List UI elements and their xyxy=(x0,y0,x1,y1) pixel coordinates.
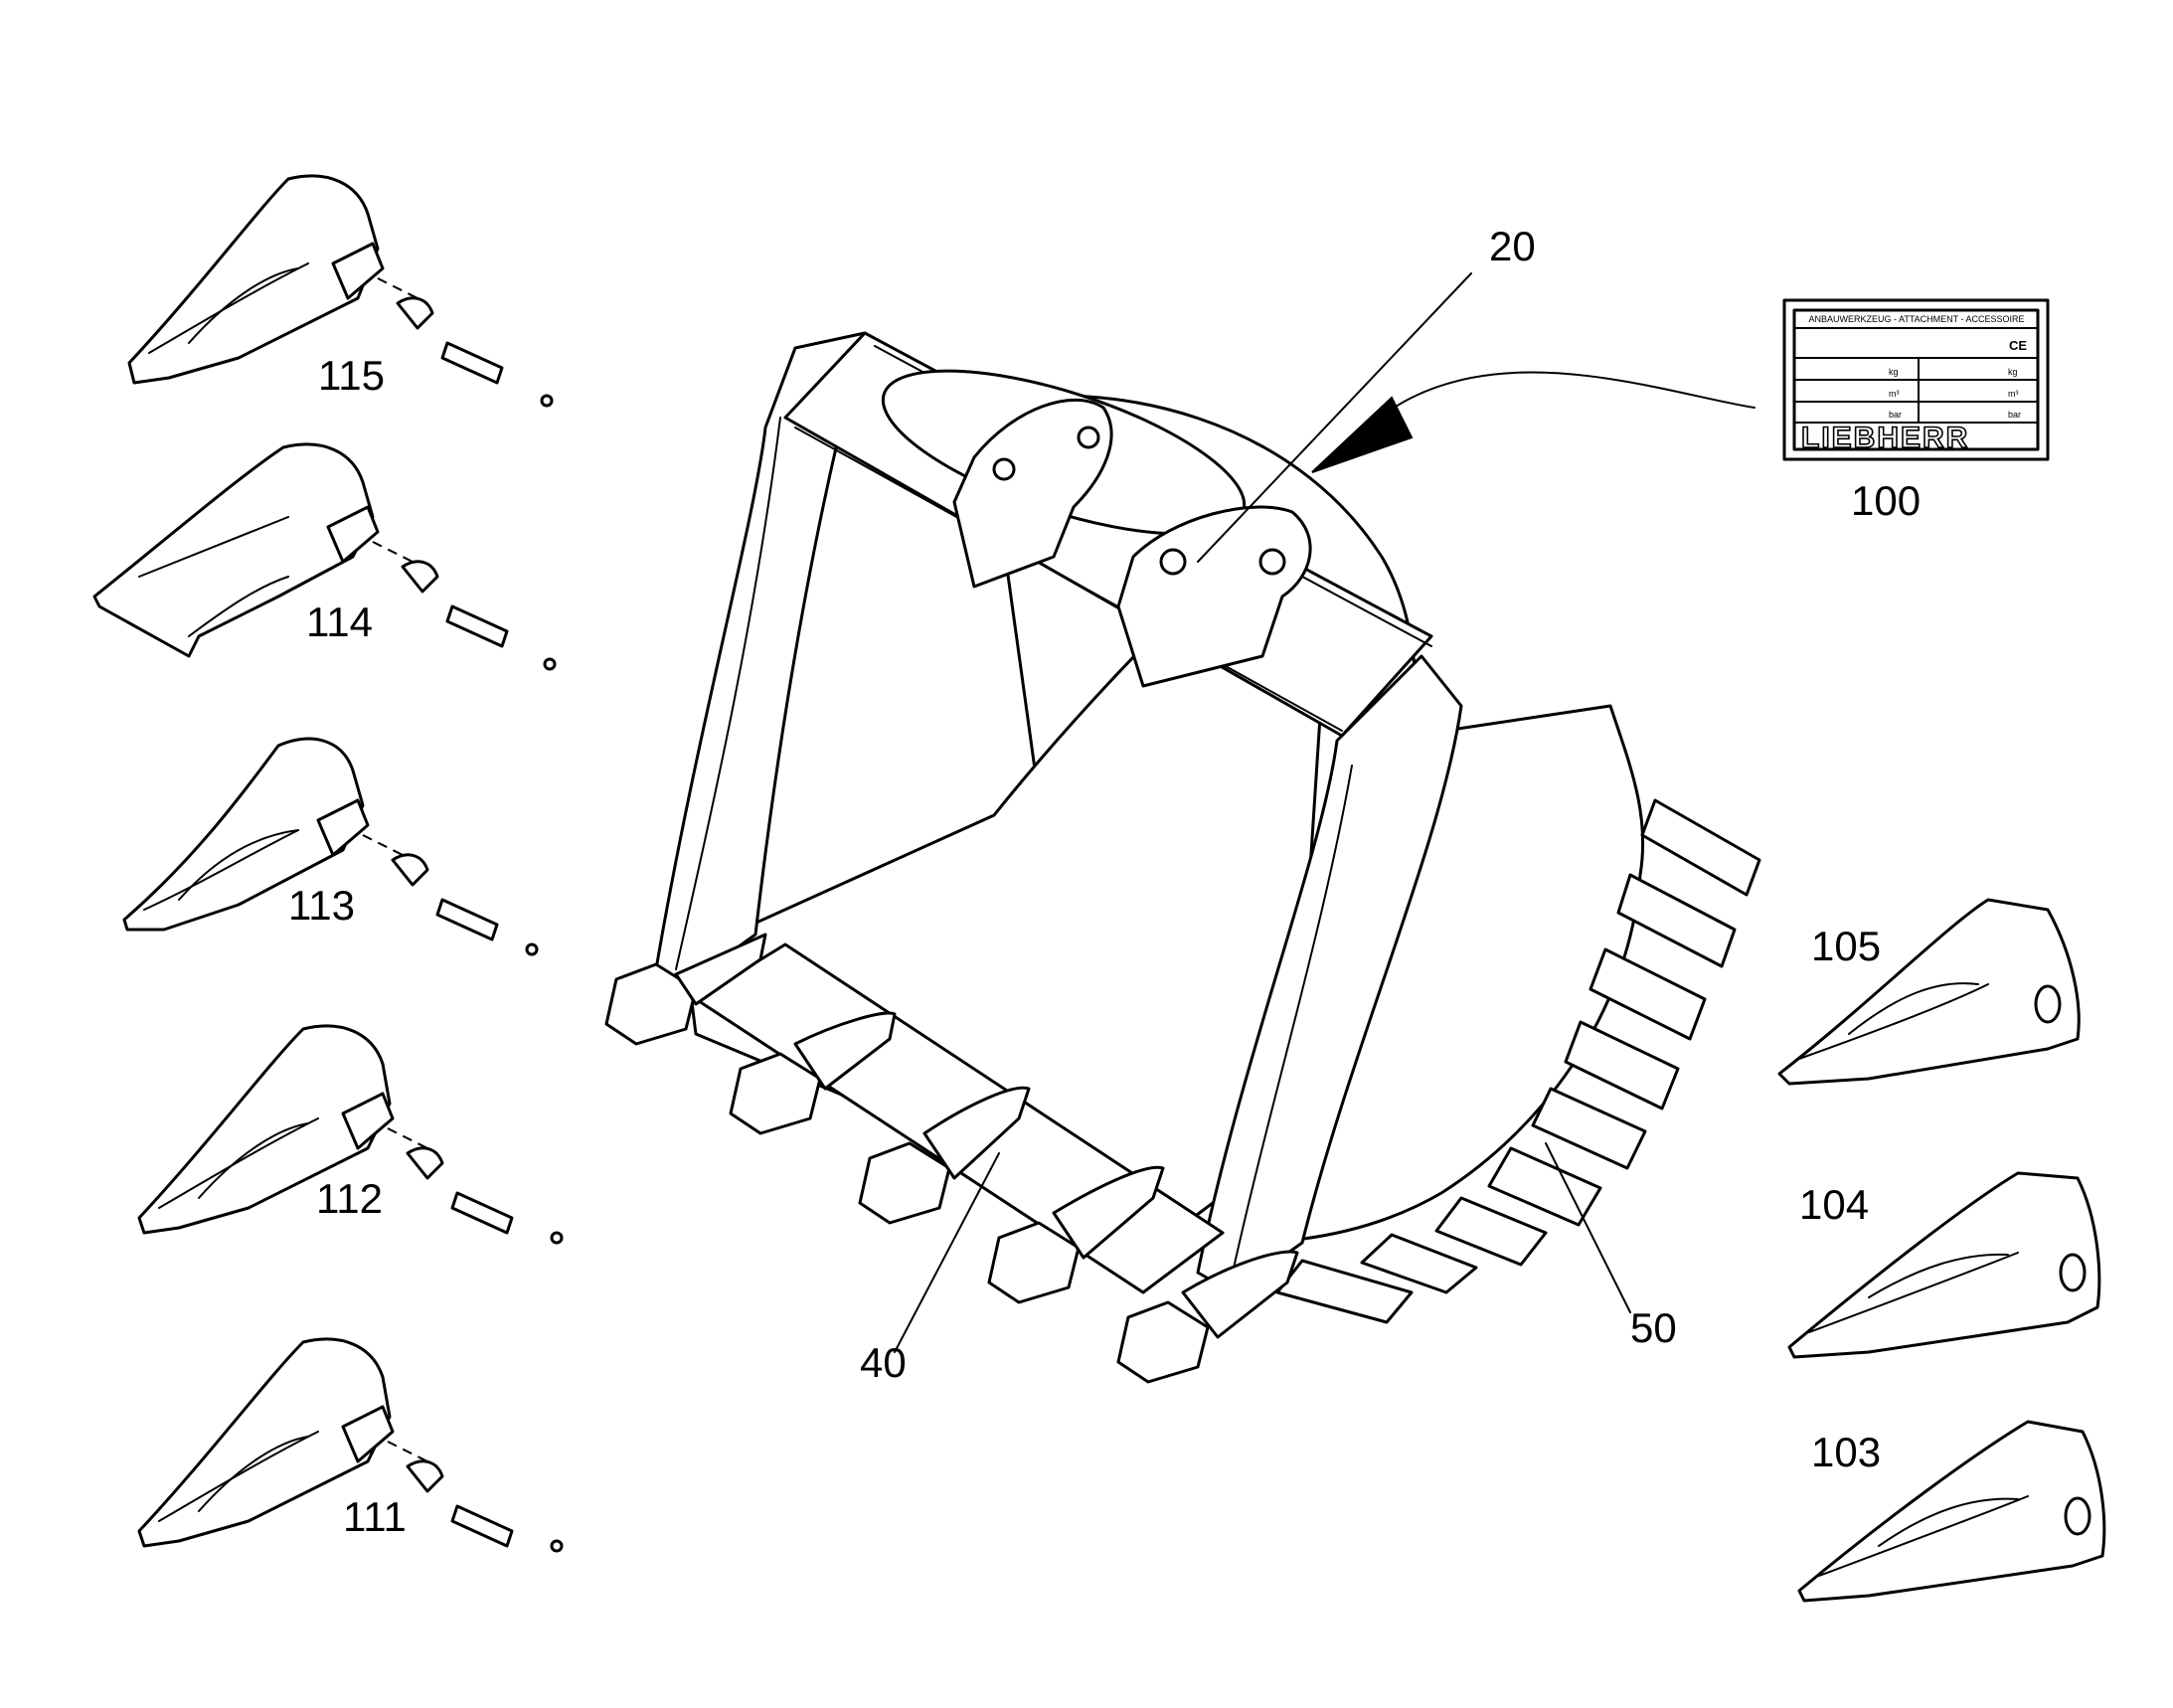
leader-line-50 xyxy=(1545,1142,1631,1313)
wear-strips xyxy=(1275,798,1761,1324)
bucket-tooth xyxy=(729,1011,897,1135)
ce-mark: CE xyxy=(2009,338,2027,353)
plate-unit-kg-2: kg xyxy=(2008,367,2018,377)
tooth-assembly-113 xyxy=(122,737,539,956)
callout-104: 104 xyxy=(1799,1181,1869,1228)
tooth-tip-104 xyxy=(1787,1171,2101,1359)
callout-103: 103 xyxy=(1811,1429,1881,1475)
callout-50: 50 xyxy=(1630,1304,1677,1351)
bucket-right-side xyxy=(1196,654,1463,1294)
plate-unit-kg-1: kg xyxy=(1889,367,1899,377)
id-plate-header: ANBAUWERKZEUG - ATTACHMENT - ACCESSOIRE xyxy=(1808,314,2024,324)
bucket xyxy=(654,331,1761,1324)
bucket-teeth xyxy=(604,933,1299,1384)
bucket-tooth xyxy=(987,1165,1165,1304)
tooth-assembly-111 xyxy=(137,1337,564,1553)
mounting-lug-left xyxy=(952,398,1113,589)
plate-unit-bar-1: bar xyxy=(1889,410,1902,420)
plate-unit-m3-1: m³ xyxy=(1889,389,1900,399)
callout-100: 100 xyxy=(1851,477,1921,524)
tooth-tip-103 xyxy=(1797,1420,2106,1603)
liebherr-logo: LIEBHERR xyxy=(1801,422,1969,454)
plate-arrow-line xyxy=(1381,371,1755,419)
plate-arrow-head xyxy=(1311,396,1414,473)
plate-unit-bar-2: bar xyxy=(2008,410,2021,420)
bucket-tooth xyxy=(858,1086,1031,1225)
tooth-assembly-115 xyxy=(127,174,554,408)
callout-40: 40 xyxy=(860,1339,907,1386)
tooth-assembly-114 xyxy=(92,442,557,671)
callout-113: 113 xyxy=(288,882,355,929)
callout-112: 112 xyxy=(316,1175,383,1222)
callout-111: 111 xyxy=(343,1493,407,1540)
callout-20: 20 xyxy=(1489,223,1536,269)
id-plate: ANBAUWERKZEUG - ATTACHMENT - ACCESSOIRE … xyxy=(1782,298,2050,461)
bucket-tooth xyxy=(1116,1250,1299,1384)
callout-115: 115 xyxy=(318,352,385,399)
leader-line-40 xyxy=(894,1152,1000,1353)
leader-line-20 xyxy=(1197,272,1472,563)
bucket-tooth xyxy=(604,933,767,1046)
tooth-assembly-112 xyxy=(137,1024,564,1245)
callout-114: 114 xyxy=(306,598,373,645)
callout-105: 105 xyxy=(1811,923,1881,969)
tooth-tip-105 xyxy=(1777,898,2081,1086)
plate-unit-m3-2: m³ xyxy=(2008,389,2019,399)
